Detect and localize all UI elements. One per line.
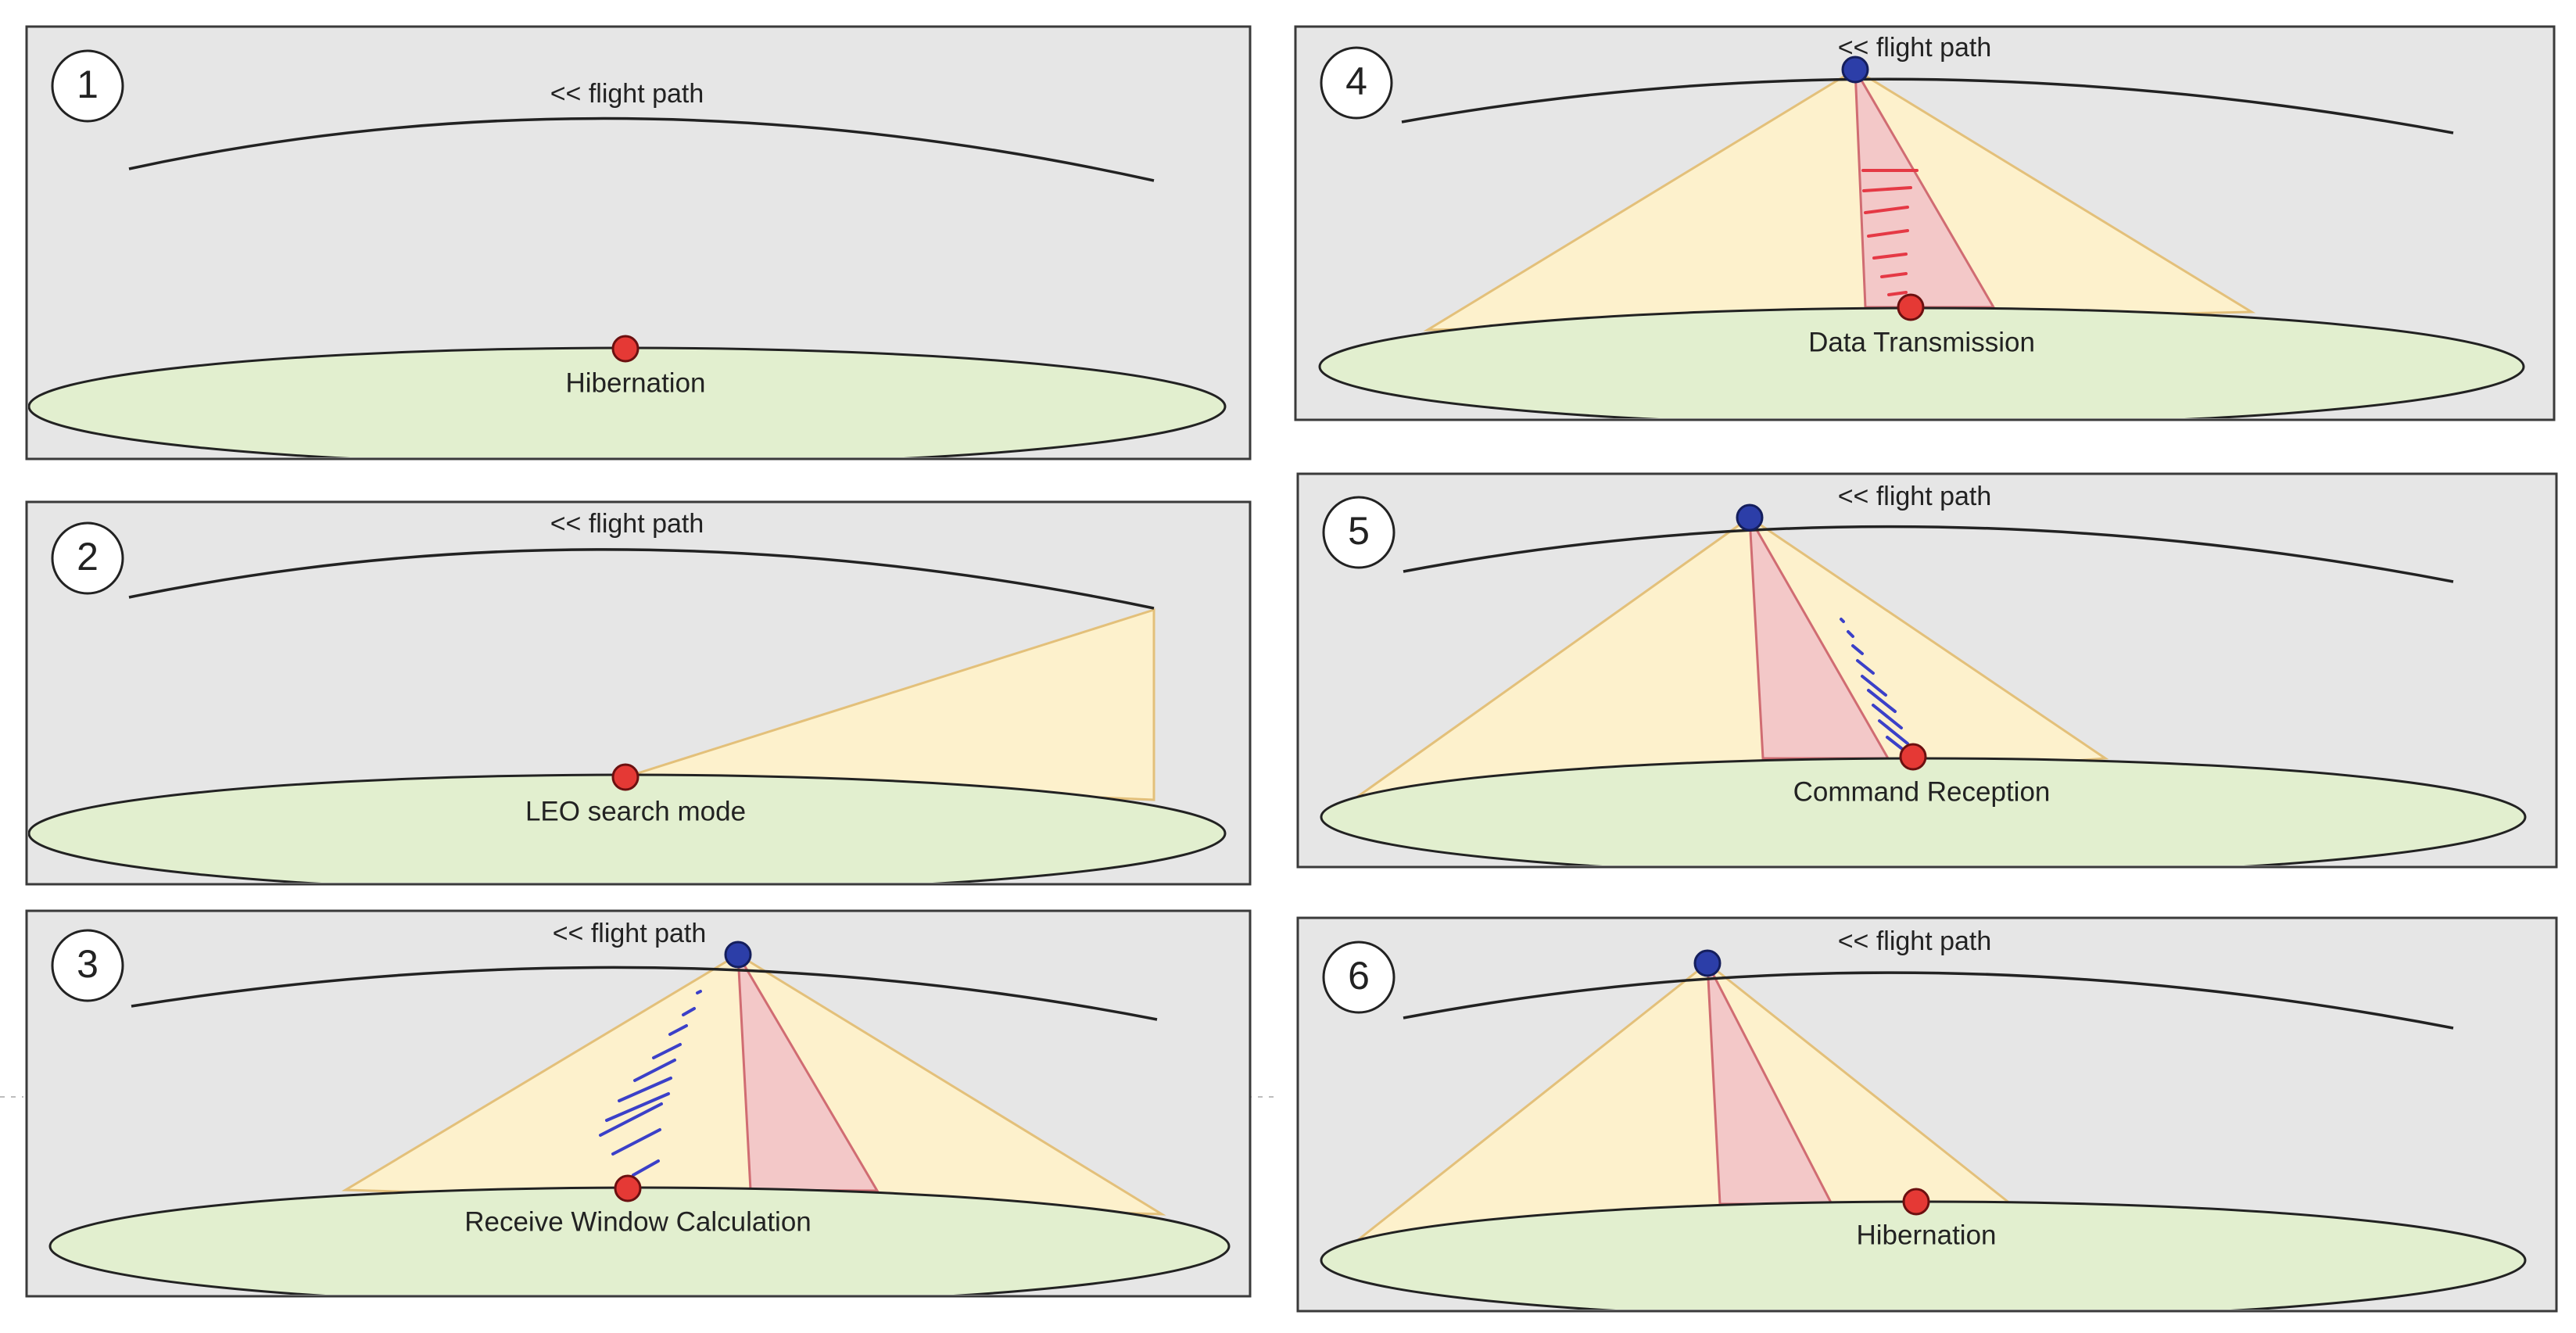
flight-path-label: << flight path (1838, 482, 1992, 511)
uplink-hatch (1872, 704, 1903, 729)
earth-surface (28, 346, 1227, 457)
earth-surface (1318, 306, 2525, 418)
ground-station-icon (614, 1174, 642, 1202)
uplink-hatch (1856, 659, 1875, 675)
ground-station-icon (611, 763, 640, 791)
flight-path-arc (1401, 77, 2454, 134)
state-caption: Command Reception (1793, 776, 2051, 807)
flight-path-label: << flight path (550, 79, 704, 109)
uplink-hatch (652, 1043, 682, 1059)
uplink-hatch (1840, 618, 1845, 623)
flight-path-arc (1403, 525, 2454, 583)
downlink-hatch (1872, 253, 1908, 260)
flight-path-arc (128, 116, 1155, 182)
satellite-icon (1841, 56, 1869, 84)
earth-surface (48, 1186, 1231, 1295)
uplink-hatch (618, 1077, 672, 1102)
satellite-icon (1736, 503, 1764, 532)
satellite-icon (724, 941, 752, 969)
downlink-hatch (1887, 291, 1908, 296)
state-caption: LEO search mode (525, 796, 746, 826)
step-number: 3 (77, 942, 99, 986)
ground-station-icon (611, 335, 640, 363)
flight-path-label: << flight path (1838, 33, 1992, 63)
step-number-badge (51, 521, 124, 595)
uplink-hatch (1861, 675, 1887, 697)
uplink-hatch (633, 1059, 676, 1082)
flight-path-arc (128, 548, 1155, 610)
uplink-hatch (1851, 644, 1864, 655)
downlink-hatch (1864, 206, 1909, 214)
satellite-icon (1693, 949, 1722, 977)
uplink-hatch (632, 1159, 660, 1177)
state-caption: Hibernation (1857, 1220, 1997, 1250)
step-number-badge (1322, 496, 1395, 569)
ground-station-icon (1897, 293, 1925, 321)
step-number-badge (51, 929, 124, 1002)
flight-path-label: << flight path (550, 509, 704, 539)
step-number: 1 (77, 63, 99, 106)
uplink-hatch (696, 990, 702, 994)
step-number: 4 (1345, 59, 1367, 103)
uplink-hatch (605, 1092, 670, 1122)
state-caption: Receive Window Calculation (464, 1206, 811, 1237)
uplink-hatch (1878, 719, 1909, 745)
uplink-hatch (611, 1128, 661, 1156)
step-number: 6 (1348, 954, 1370, 998)
step-number-badge (51, 49, 124, 123)
uplink-hatch (682, 1007, 696, 1016)
ground-station-icon (1899, 743, 1927, 771)
uplink-hatch (1867, 689, 1897, 713)
uplink-hatch (599, 1102, 663, 1137)
ground-station-icon (1902, 1188, 1930, 1216)
earth-surface (28, 773, 1227, 883)
downlink-hatch (1862, 186, 1912, 192)
step-number: 5 (1348, 509, 1370, 553)
flight-path-arc (131, 966, 1158, 1021)
state-caption: Data Transmission (1808, 327, 2035, 357)
step-number: 2 (77, 535, 99, 579)
flight-path-label: << flight path (553, 919, 707, 948)
downlink-hatch (1867, 229, 1909, 238)
flight-path-arc (1403, 971, 2454, 1030)
flight-path-label: << flight path (1838, 926, 1992, 956)
state-caption: Hibernation (566, 367, 706, 398)
step-number-badge (1320, 46, 1393, 120)
uplink-hatch (1847, 630, 1854, 638)
step-number-badge (1322, 941, 1395, 1014)
uplink-hatch (668, 1024, 688, 1036)
downlink-hatch (1880, 272, 1908, 278)
